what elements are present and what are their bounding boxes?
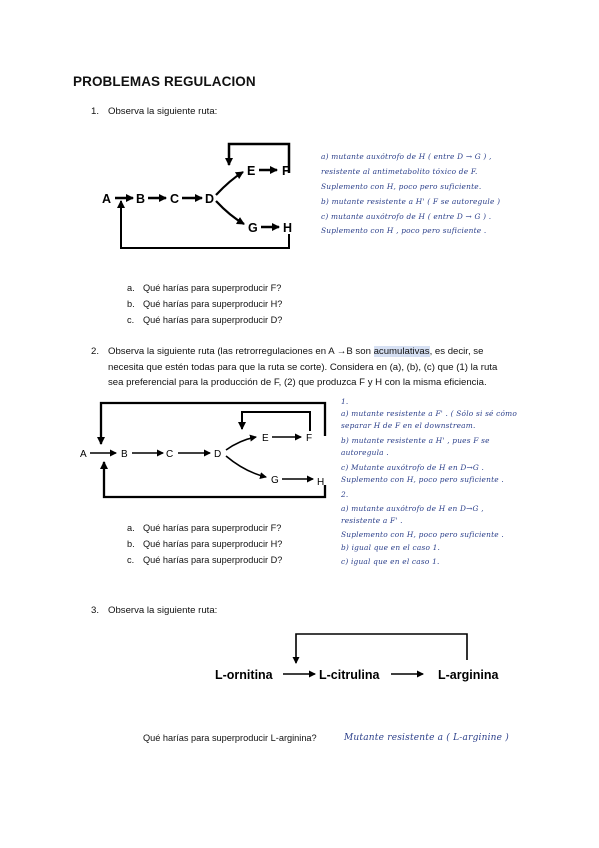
question-1-number: 1. <box>91 106 100 117</box>
node-b: B <box>136 192 145 206</box>
question-3-answer: Mutante resistente a ( L-arginine ) <box>344 733 509 743</box>
q2-item-a-letter: a. <box>127 523 135 533</box>
node2-e: E <box>262 433 269 444</box>
q1-item-c-text: Qué harías para superproducir D? <box>143 315 283 325</box>
q2-note-11: Suplemento con H, poco pero suficiente . <box>341 530 504 539</box>
arrow2-d-g <box>225 455 267 480</box>
feedback-arginina-to-ornitina <box>292 633 468 664</box>
q2-item-b-text: Qué harías para superproducir H? <box>143 539 283 549</box>
q2-note-7: Suplemento con H, poco pero suficiente . <box>341 475 504 484</box>
q1-note-4: b) mutante resistente a H' ( F se autore… <box>321 197 501 206</box>
feedback-f-to-e-2 <box>238 411 311 431</box>
node-h: H <box>283 221 292 235</box>
node-e: E <box>247 164 255 178</box>
node-a: A <box>102 192 111 206</box>
q1-note-1: a) mutante auxótrofo de H ( entre D → G … <box>321 152 492 161</box>
q2-item-c-text: Qué harías para superproducir D? <box>143 555 283 565</box>
question-3-number: 3. <box>91 605 100 616</box>
question-2-line-2: necesita que estén todas para que la rut… <box>108 362 498 373</box>
q1-item-a-text: Qué harías para superproducir F? <box>143 283 282 293</box>
q2-note-2: a) mutante resistente a F' . ( Sólo si s… <box>341 409 518 418</box>
q1-item-b-letter: b. <box>127 299 135 309</box>
node-d: D <box>205 192 214 206</box>
node2-b: B <box>121 449 128 460</box>
q1-item-a-letter: a. <box>127 283 135 293</box>
q2-note-8: 2. <box>341 490 349 499</box>
question-2-line-1-post: , es decir, se <box>429 346 484 357</box>
question-2-number: 2. <box>91 346 100 357</box>
page-title: PROBLEMAS REGULACION <box>73 74 256 89</box>
question-1-text: Observa la siguiente ruta: <box>108 106 218 117</box>
q2-note-5: autoregula . <box>341 448 389 457</box>
feedback-f-to-e <box>225 142 291 173</box>
node3-ornitina: L-ornitina <box>215 668 274 682</box>
node2-d: D <box>214 449 221 460</box>
q2-note-13: c) igual que en el caso 1. <box>341 557 440 566</box>
node3-arginina: L-arginina <box>438 668 499 682</box>
q1-item-b-text: Qué harías para superproducir H? <box>143 299 283 309</box>
feedback-f-to-a-top <box>97 401 327 445</box>
node2-f: F <box>306 433 312 444</box>
question-3-text: Observa la siguiente ruta: <box>108 605 218 616</box>
q2-item-b-letter: b. <box>127 539 135 549</box>
q1-note-2: resistente al antimetabolito tóxico de F… <box>321 167 478 176</box>
q2-note-1: 1. <box>341 397 349 406</box>
question-3-prompt: Qué harías para superproducir L-arginina… <box>143 733 317 743</box>
q2-note-6: c) Mutante auxótrofo de H en D→G . <box>341 463 485 472</box>
q1-note-3: Suplemento con H, poco pero suficiente. <box>321 182 482 191</box>
feedback-h-to-a-2 <box>100 461 327 499</box>
q1-note-6: Suplemento con H , poco pero suficiente … <box>321 226 487 235</box>
q2-item-a-text: Qué harías para superproducir F? <box>143 523 282 533</box>
q2-note-12: b) igual que en el caso 1. <box>341 543 441 552</box>
node2-g: G <box>271 475 279 486</box>
question-2-line-1-pre: Observa la siguiente ruta (las retrorreg… <box>108 346 374 357</box>
node-g: G <box>248 221 258 235</box>
node2-c: C <box>166 449 173 460</box>
arrow2-d-e <box>225 434 257 451</box>
arrow-d-g <box>215 200 245 225</box>
highlight-acumulativas: acumulativas <box>373 346 430 357</box>
q1-item-c-letter: c. <box>127 315 135 325</box>
node-c: C <box>170 192 179 206</box>
q1-note-5: c) mutante auxótrofo de H ( entre D → G … <box>321 212 492 221</box>
q2-note-3: separar H de F en el downstream. <box>341 421 476 430</box>
q2-item-c-letter: c. <box>127 555 135 565</box>
feedback-h-to-a <box>117 200 290 249</box>
question-2-line-1: Observa la siguiente ruta (las retrorreg… <box>108 346 483 357</box>
question-2-line-3: sea preferencial para la producción de F… <box>108 377 487 388</box>
node2-a: A <box>80 449 87 460</box>
q2-note-4: b) mutante resistente a H' , pues F se <box>341 436 490 445</box>
q2-note-10: resistente a F' . <box>341 516 403 525</box>
node3-citrulina: L-citrulina <box>319 668 380 682</box>
node2-h: H <box>317 477 324 488</box>
q2-note-9: a) mutante auxótrofo de H en D→G , <box>341 504 484 513</box>
node-f: F <box>282 164 290 178</box>
arrow-d-e <box>215 171 244 196</box>
